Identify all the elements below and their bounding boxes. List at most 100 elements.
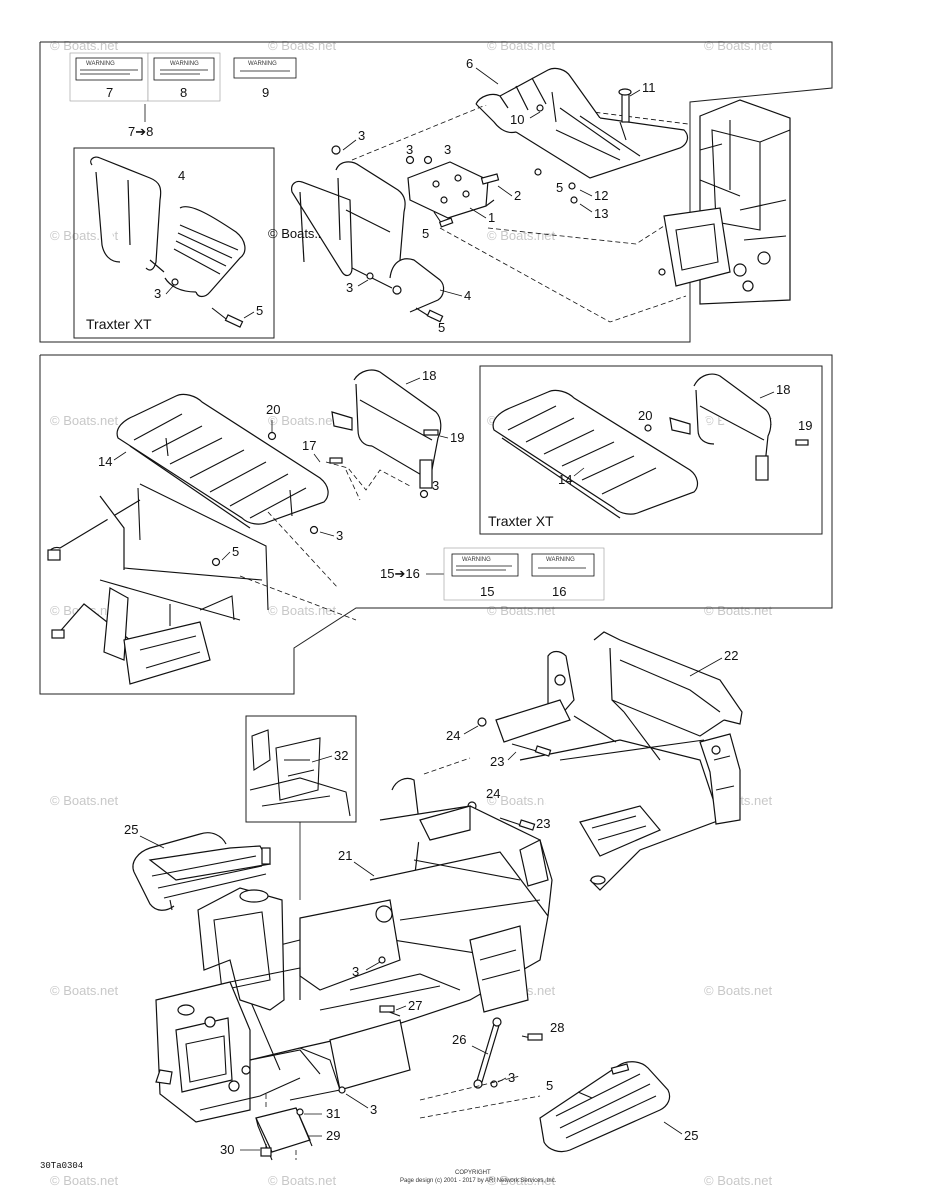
watermark: © Boats.net: [487, 793, 556, 808]
callout-27: 27: [408, 998, 422, 1013]
detail-inset-32: 32: [245, 715, 357, 900]
callout-3: 3: [358, 128, 365, 143]
watermarks: © Boats.net © Boats.net © Boats.net © Bo…: [50, 38, 773, 1188]
decal-9: [233, 57, 297, 79]
callout-1: 1: [488, 210, 495, 225]
watermark: © Boats.net: [268, 603, 337, 618]
watermark: © Boats.net: [487, 1173, 556, 1188]
callout-24: 24: [446, 728, 460, 743]
rear-rack-standard: 14 20 17 3 18 19 3: [47, 368, 464, 685]
watermark: © Boats.net: [487, 228, 556, 243]
watermark: © Boats.net: [704, 1173, 773, 1188]
decal-15: [451, 553, 519, 577]
callout-3: 3: [508, 1070, 515, 1085]
decal-8-title: WARNING: [170, 61, 199, 67]
panel-border: [39, 354, 833, 695]
front-rack: 6 11 10 5 12 13: [466, 56, 689, 221]
watermark: © Boats.net: [268, 1173, 337, 1188]
decal-group-top: WARNING 7 WARNING 8 WARNING 9 7➔8: [69, 52, 297, 139]
callout-2: 2: [514, 188, 521, 203]
callout-3: 3: [352, 964, 359, 979]
callout-15: 15: [480, 584, 494, 599]
skid-bracket-29: 31 29 30: [220, 1094, 340, 1161]
watermark: © Boats.net: [487, 603, 556, 618]
callout-21: 21: [338, 848, 352, 863]
callout-28: 28: [550, 1020, 564, 1035]
callout-23: 23: [490, 754, 504, 769]
callout-5: 5: [438, 320, 445, 335]
callout-18: 18: [776, 382, 790, 397]
brace-26: 27 28 26 3 3: [338, 998, 564, 1119]
callout-12: 12: [594, 188, 608, 203]
watermark: © Boats.net: [50, 793, 119, 808]
callout-5: 5: [556, 180, 563, 195]
decal-15-title: WARNING: [462, 557, 491, 563]
callout-14: 14: [558, 472, 572, 487]
callout-14: 14: [98, 454, 112, 469]
footer: 30Ta0304 COPYRIGHT Page design (c) 2001 …: [40, 1161, 557, 1184]
callout-3: 3: [370, 1102, 377, 1117]
watermark: © Boats.net: [704, 983, 773, 998]
decal-9-title: WARNING: [248, 61, 277, 67]
callout-3: 3: [444, 142, 451, 157]
footer-credit: Page design (c) 2001 - 2017 by ARI Netwo…: [400, 1178, 557, 1184]
callout-23: 23: [536, 816, 550, 831]
variant-label: Traxter XT: [488, 513, 554, 529]
callout-19: 19: [798, 418, 812, 433]
callout-25: 25: [124, 822, 138, 837]
rear-rack-panel: 14 20 17 3 18 19 3: [39, 354, 833, 695]
callout-25: 25: [684, 1128, 698, 1143]
callout-22: 22: [724, 648, 738, 663]
callout-17: 17: [302, 438, 316, 453]
kit-15-16: 15➔16: [380, 566, 420, 581]
callout-3: 3: [432, 478, 439, 493]
panel-border: [39, 41, 833, 343]
callout-20: 20: [638, 408, 652, 423]
callout-6: 6: [466, 56, 473, 71]
watermark: © Boats.net: [268, 413, 337, 428]
footrest-left-25: 25: [124, 822, 271, 911]
watermark: © Boats.net: [50, 38, 119, 53]
callout-5: 5: [232, 544, 239, 559]
callout-16: 16: [552, 584, 566, 599]
callout-7: 7: [106, 85, 113, 100]
callout-29: 29: [326, 1128, 340, 1143]
callout-3: 3: [336, 528, 343, 543]
main-frame-21: 21 3: [249, 777, 553, 1101]
callout-31: 31: [326, 1106, 340, 1121]
callout-11: 11: [642, 80, 656, 95]
watermark: © Boats.net: [50, 983, 119, 998]
callout-13: 13: [594, 206, 608, 221]
watermark: © Boats.net: [487, 38, 556, 53]
main-frame-section: 32 22 24 23: [124, 631, 743, 1161]
traxter-xt-inset-rear: Traxter XT 14 20 18 19: [479, 365, 823, 535]
watermark: © Boats.net: [50, 413, 119, 428]
variant-label: Traxter XT: [86, 316, 152, 332]
callout-8: 8: [180, 85, 187, 100]
callout-10: 10: [510, 112, 524, 127]
kit-7-8: 7➔8: [128, 124, 153, 139]
decal-7-title: WARNING: [86, 61, 115, 67]
callout-3: 3: [406, 142, 413, 157]
diagram-code: 30Ta0304: [40, 1161, 83, 1171]
decal-16: [531, 553, 595, 577]
decal-group-rear: 15➔16 WARNING 15 WARNING 16: [380, 547, 605, 601]
front-bumper-panel: WARNING 7 WARNING 8 WARNING 9 7➔8 Traxte…: [39, 41, 833, 343]
callout-19: 19: [450, 430, 464, 445]
watermark: © Boats.net: [50, 1173, 119, 1188]
callout-4: 4: [464, 288, 471, 303]
footer-copyright: COPYRIGHT: [455, 1170, 491, 1176]
callout-30: 30: [220, 1142, 234, 1157]
callout-20: 20: [266, 402, 280, 417]
callout-3: 3: [154, 286, 161, 301]
callout-5: 5: [546, 1078, 553, 1093]
watermark: © Boats.net: [704, 38, 773, 53]
callout-9: 9: [262, 85, 269, 100]
callout-3: 3: [346, 280, 353, 295]
front-bumper-standard: 3 3 3 2 1 5 3 4 5: [291, 128, 521, 335]
callout-5: 5: [422, 226, 429, 241]
rear-frame-22: 22 24 23 24 23: [423, 631, 743, 891]
decal-7: [75, 57, 143, 81]
callout-32: 32: [334, 748, 348, 763]
